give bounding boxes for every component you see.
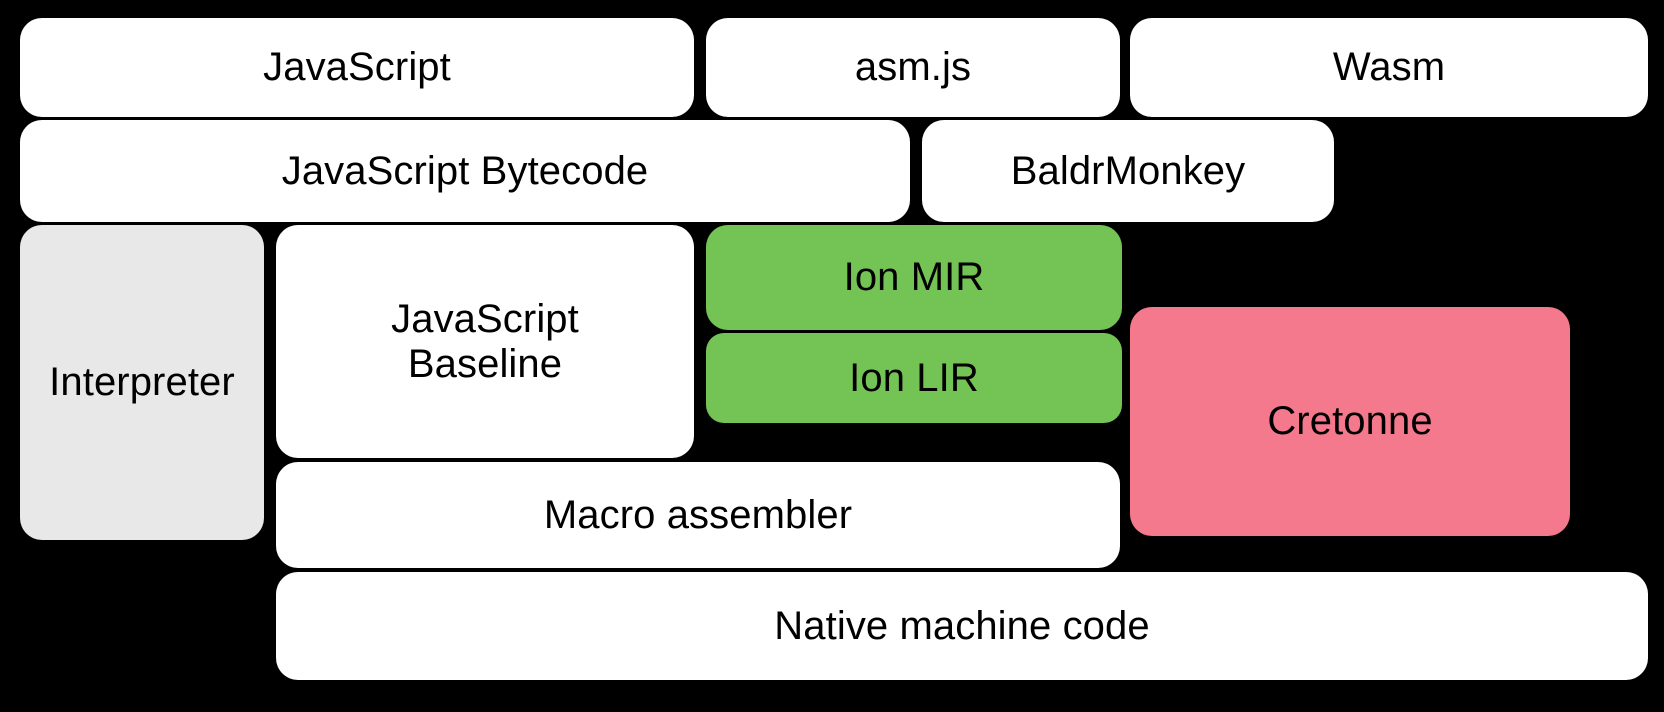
node-wasm: Wasm — [1130, 18, 1648, 117]
node-macro-assembler: Macro assembler — [276, 462, 1120, 568]
node-cretonne: Cretonne — [1130, 307, 1570, 536]
node-interpreter: Interpreter — [20, 225, 264, 540]
node-native-machine-code: Native machine code — [276, 572, 1648, 680]
node-ion-mir: Ion MIR — [706, 225, 1122, 330]
node-ion-lir: Ion LIR — [706, 333, 1122, 423]
node-asm-js: asm.js — [706, 18, 1120, 117]
node-baldrmonkey: BaldrMonkey — [922, 120, 1334, 222]
node-javascript-baseline: JavaScript Baseline — [276, 225, 694, 458]
node-javascript: JavaScript — [20, 18, 694, 117]
node-javascript-bytecode: JavaScript Bytecode — [20, 120, 910, 222]
